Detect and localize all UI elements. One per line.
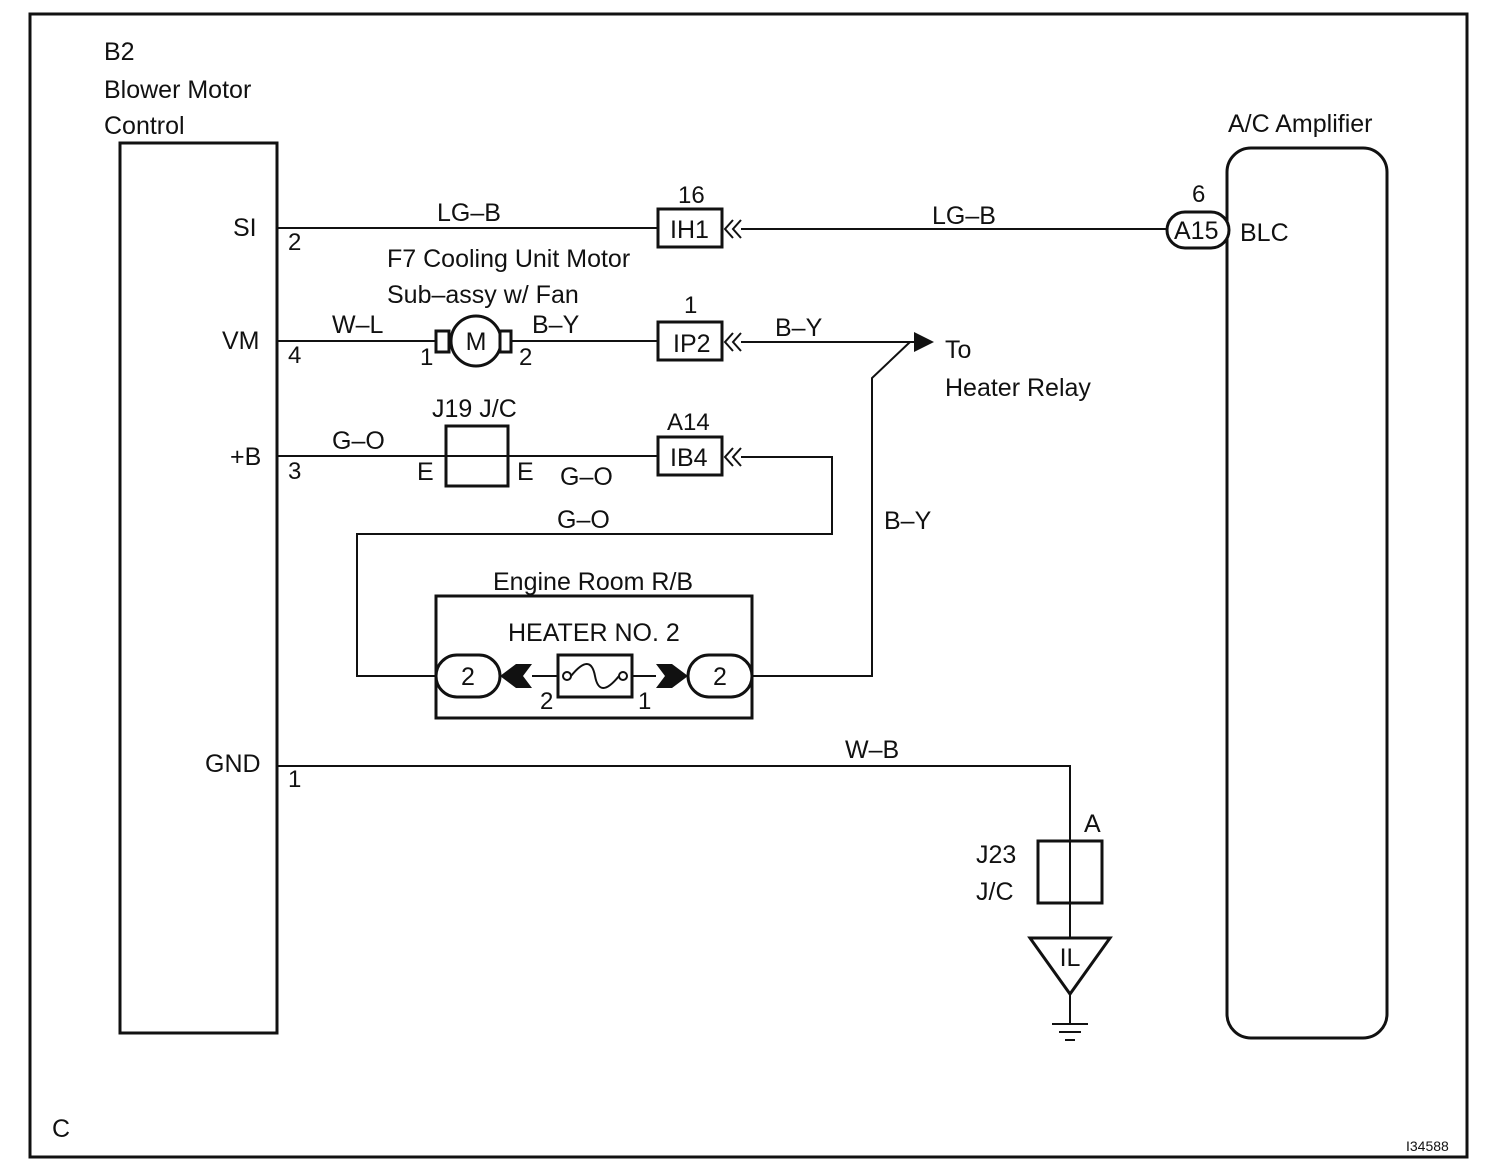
pin-b-name: +B — [230, 443, 261, 471]
motor-label-line2: Sub–assy w/ Fan — [387, 281, 579, 309]
ground-point-triangle — [1027, 936, 1113, 997]
wire-vm-right-label: B–Y — [775, 314, 823, 342]
fuse-pin-right: 1 — [638, 688, 651, 715]
junction-j19-label: J19 J/C — [432, 395, 517, 423]
connector-ip2 — [656, 320, 724, 362]
rb-connector-right — [686, 653, 754, 699]
connector-ip2-num: 1 — [684, 292, 697, 319]
fuse-arrow-right — [656, 664, 688, 688]
heater-relay-line2: Heater Relay — [945, 374, 1091, 402]
connector-ib4 — [656, 435, 724, 477]
junction-j23 — [1036, 839, 1104, 905]
junction-j19-left-term: E — [417, 458, 434, 486]
junction-j19-right-term: E — [517, 458, 534, 486]
amplifier-pin-num: 6 — [1192, 181, 1205, 208]
connector-a15 — [1165, 210, 1231, 250]
wire-go-loop — [356, 456, 833, 677]
wire-vm-mid-label: B–Y — [532, 311, 580, 339]
junction-j23-label-line1: J23 — [976, 841, 1016, 869]
pin-vm-name: VM — [222, 327, 260, 355]
connector-ib4-arrows — [723, 447, 742, 467]
pin-si-name: SI — [233, 214, 257, 242]
connector-ib4-label: IB4 — [670, 444, 708, 472]
corner-letter: C — [52, 1115, 70, 1143]
connector-ip2-label: IP2 — [673, 330, 711, 358]
fuse-element — [570, 663, 620, 689]
ground-icon — [1052, 1023, 1088, 1041]
ac-amplifier-box — [1225, 146, 1389, 1040]
fuse-arrow-left — [500, 664, 532, 688]
blower-id: B2 — [104, 38, 135, 66]
pin-b-num: 3 — [288, 458, 301, 485]
wire-si-right-label: LG–B — [932, 202, 996, 230]
fuse-name: HEATER NO. 2 — [508, 619, 680, 647]
pin-si-num: 2 — [288, 229, 301, 256]
wire-gnd — [277, 765, 1071, 938]
junction-j23-label-line2: J/C — [976, 878, 1014, 906]
connector-ih1-label: IH1 — [670, 216, 709, 244]
motor-terminal-left — [434, 329, 451, 354]
heater-relay-line1: To — [945, 336, 971, 364]
wire-b-mid-label: G–O — [560, 463, 613, 491]
heater-relay-arrow — [914, 332, 934, 352]
motor-pin1: 1 — [420, 344, 433, 371]
amplifier-name: A/C Amplifier — [1228, 110, 1372, 138]
fuse-terminal-left — [562, 671, 572, 681]
connector-ih1-arrows — [723, 219, 742, 239]
wire-si-left-label: LG–B — [437, 199, 501, 227]
connector-a15-label: A15 — [1174, 217, 1218, 245]
junction-j23-terminal: A — [1084, 810, 1101, 838]
motor-terminal-right — [498, 329, 513, 354]
blower-name-line1: Blower Motor — [104, 76, 251, 104]
connector-ih1 — [656, 207, 724, 249]
engine-room-title: Engine Room R/B — [493, 568, 693, 596]
motor-pin2: 2 — [519, 344, 532, 371]
connector-ip2-arrows — [723, 332, 742, 352]
rb-connector-right-label: 2 — [713, 663, 727, 691]
fuse-pin-left: 2 — [540, 688, 553, 715]
fuse-terminal-right — [618, 671, 628, 681]
pin-vm-num: 4 — [288, 342, 301, 369]
wire-relay-riser-label: B–Y — [884, 507, 932, 535]
engine-room-box — [434, 594, 754, 720]
pin-gnd-name: GND — [205, 750, 261, 778]
motor-label-line1: F7 Cooling Unit Motor — [387, 245, 630, 273]
wire-b-left-label: G–O — [332, 427, 385, 455]
diagram-frame — [28, 12, 1469, 1159]
wire-go-loop-label: G–O — [557, 506, 610, 534]
wire-relay-riser — [752, 341, 911, 677]
connector-ib4-num: A14 — [667, 409, 710, 436]
figure-id: I34588 — [1406, 1138, 1449, 1154]
ground-point-label: IL — [1060, 944, 1081, 972]
blower-motor-control-box — [118, 141, 279, 1035]
pin-gnd-num: 1 — [288, 766, 301, 793]
blower-name-line2: Control — [104, 112, 185, 140]
connector-ih1-num: 16 — [678, 182, 705, 209]
wire-gnd-label: W–B — [845, 736, 899, 764]
motor-symbol: M — [466, 328, 487, 356]
rb-connector-left-label: 2 — [461, 663, 475, 691]
wire-vm-left-label: W–L — [332, 311, 384, 339]
amplifier-pin-name: BLC — [1240, 219, 1289, 247]
